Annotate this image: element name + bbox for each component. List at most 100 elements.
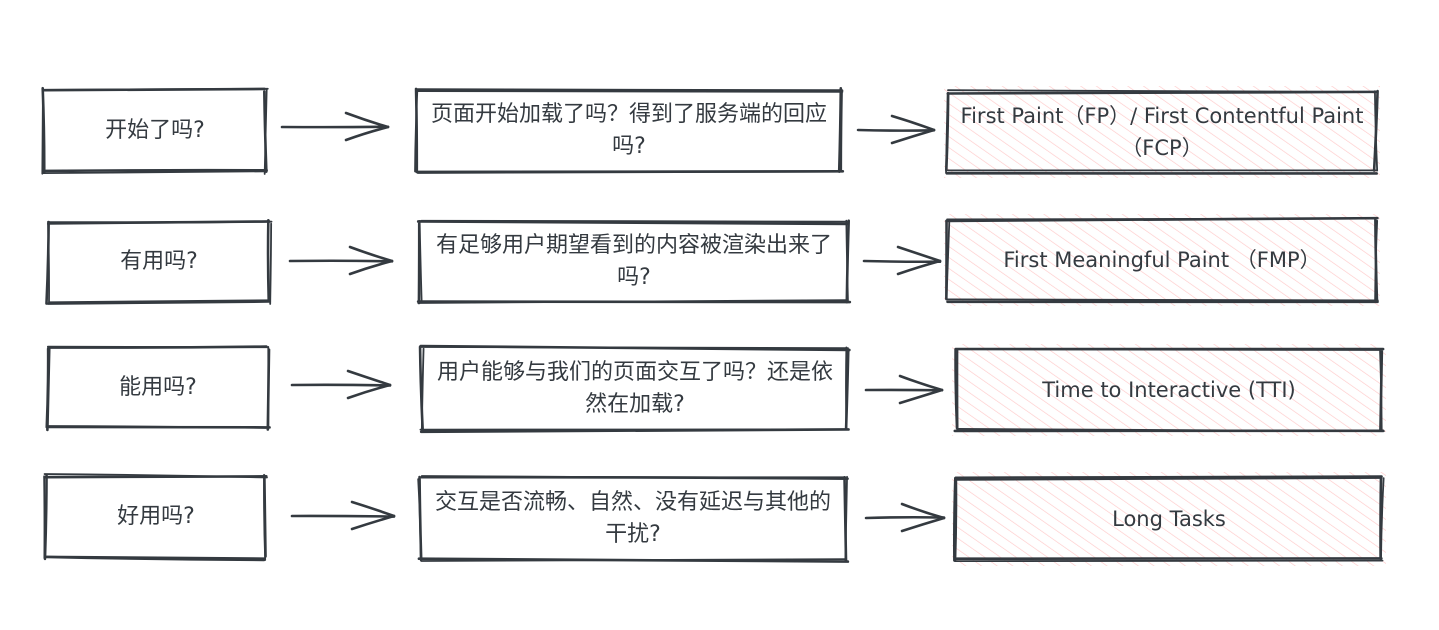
arrow-head (348, 259, 394, 276)
box-edge (419, 346, 849, 350)
question-box[interactable]: 有用吗? (48, 222, 270, 302)
description-text: 交互是否流畅、自然、没有延迟与其他的干扰? (434, 490, 831, 547)
box-edge (837, 87, 843, 173)
box-edge (954, 475, 1383, 480)
hatch-fill (952, 472, 1386, 566)
box-edge (420, 558, 848, 562)
arrow-shaft (862, 259, 942, 264)
box-edge (263, 473, 267, 561)
question-box[interactable]: 好用吗? (46, 476, 266, 558)
question-text: 好用吗? (117, 504, 195, 529)
arrow-shaft (288, 259, 394, 263)
arrow-head (898, 388, 944, 405)
arrow-head (344, 111, 390, 129)
description-text: 用户能够与我们的页面交互了吗？还是依然在加载? (436, 360, 833, 417)
arrow-shaft (290, 383, 392, 387)
box-edge (1374, 219, 1379, 302)
box-edge (840, 89, 843, 171)
arrow-head (348, 245, 394, 263)
arrow-head (890, 114, 936, 132)
description-box[interactable]: 有足够用户期望看到的内容被渲染出来了吗? (420, 222, 848, 302)
description-text: 页面开始加载了吗？得到了服务端的回应吗? (430, 102, 827, 159)
metric-text: Time to Interactive (TTI) (1042, 378, 1296, 402)
box-edge (956, 477, 1383, 481)
metric-box[interactable]: First Paint（FP）/ First Contentful Paint（… (948, 92, 1376, 172)
box-edge (45, 555, 266, 560)
box-edge (415, 90, 844, 93)
question-text: 能用吗? (119, 375, 197, 400)
box-edge (41, 90, 44, 175)
box-edge (947, 89, 1377, 93)
box-edge (844, 475, 848, 562)
box-edge (48, 299, 271, 304)
box-edge (46, 300, 272, 305)
metric-box[interactable]: Long Tasks (956, 478, 1382, 560)
arrow-shaft (864, 515, 946, 520)
arrow-shaft (856, 128, 936, 132)
box-edge (269, 222, 273, 305)
box-edge (41, 170, 268, 174)
description-box[interactable]: 页面开始加载了吗？得到了服务端的回应吗? (417, 90, 841, 172)
arrow-head (898, 374, 944, 392)
hatch-fill (952, 344, 1386, 436)
metric-box[interactable]: First Meaningful Paint （FMP） (948, 220, 1376, 300)
arrow-head (900, 502, 946, 520)
arrow-head (346, 369, 392, 387)
box-edge (42, 168, 268, 173)
metric-box[interactable]: Time to Interactive (TTI) (956, 350, 1382, 430)
box-edge (956, 348, 1382, 351)
arrow-head (896, 259, 942, 276)
box-edge (954, 478, 958, 562)
arrow-head (350, 500, 396, 518)
description-box[interactable]: 交互是否流畅、自然、没有延迟与其他的干扰? (420, 478, 846, 560)
metric-text: First Meaningful Paint （FMP） (1003, 248, 1321, 272)
box-edge (266, 218, 271, 303)
box-edge (47, 220, 50, 305)
box-edge (417, 478, 422, 562)
box-edge (945, 220, 951, 301)
box-edge (263, 88, 268, 175)
box-edge (420, 347, 425, 431)
arrow-head (350, 514, 396, 531)
box-edge (416, 170, 841, 174)
box-edge (420, 475, 847, 479)
box-edge (46, 425, 267, 429)
question-box[interactable]: 开始了吗? (44, 90, 266, 172)
box-edge (417, 299, 849, 304)
arrow-head (346, 383, 392, 400)
arrow-head (890, 128, 936, 145)
box-edge (43, 473, 268, 479)
question-text: 开始了吗? (105, 118, 205, 143)
box-edge (46, 345, 269, 349)
box-edge (946, 217, 1377, 221)
box-edge (416, 88, 844, 92)
box-edge (1380, 477, 1385, 561)
question-box[interactable]: 能用吗? (48, 348, 268, 428)
arrow-head (896, 245, 942, 263)
arrow-shaft (290, 514, 396, 518)
arrow-head (900, 516, 946, 533)
box-edge (41, 87, 269, 91)
box-edge (946, 298, 1379, 302)
arrow-head (344, 125, 390, 142)
box-edge (46, 220, 273, 225)
description-box[interactable]: 用户能够与我们的页面交互了吗？还是依然在加载? (422, 348, 848, 430)
box-edge (845, 219, 849, 302)
box-edge (952, 476, 957, 562)
box-edge (945, 92, 949, 174)
hatch-fill (944, 86, 1380, 178)
box-edge (419, 428, 848, 431)
box-edge (953, 559, 1384, 563)
box-edge (1379, 350, 1383, 432)
box-edge (418, 219, 423, 302)
box-edge (45, 347, 49, 429)
box-edge (956, 428, 1385, 433)
metric-text: Long Tasks (1112, 507, 1226, 531)
box-edge (420, 219, 849, 223)
box-edge (1374, 90, 1379, 172)
question-text: 有用吗? (120, 249, 198, 274)
description-text: 有足够用户期望看到的内容被渲染出来了吗? (435, 233, 832, 290)
metric-text: First Paint（FP）/ First Contentful Paint（… (960, 104, 1364, 160)
box-edge (945, 171, 1378, 175)
